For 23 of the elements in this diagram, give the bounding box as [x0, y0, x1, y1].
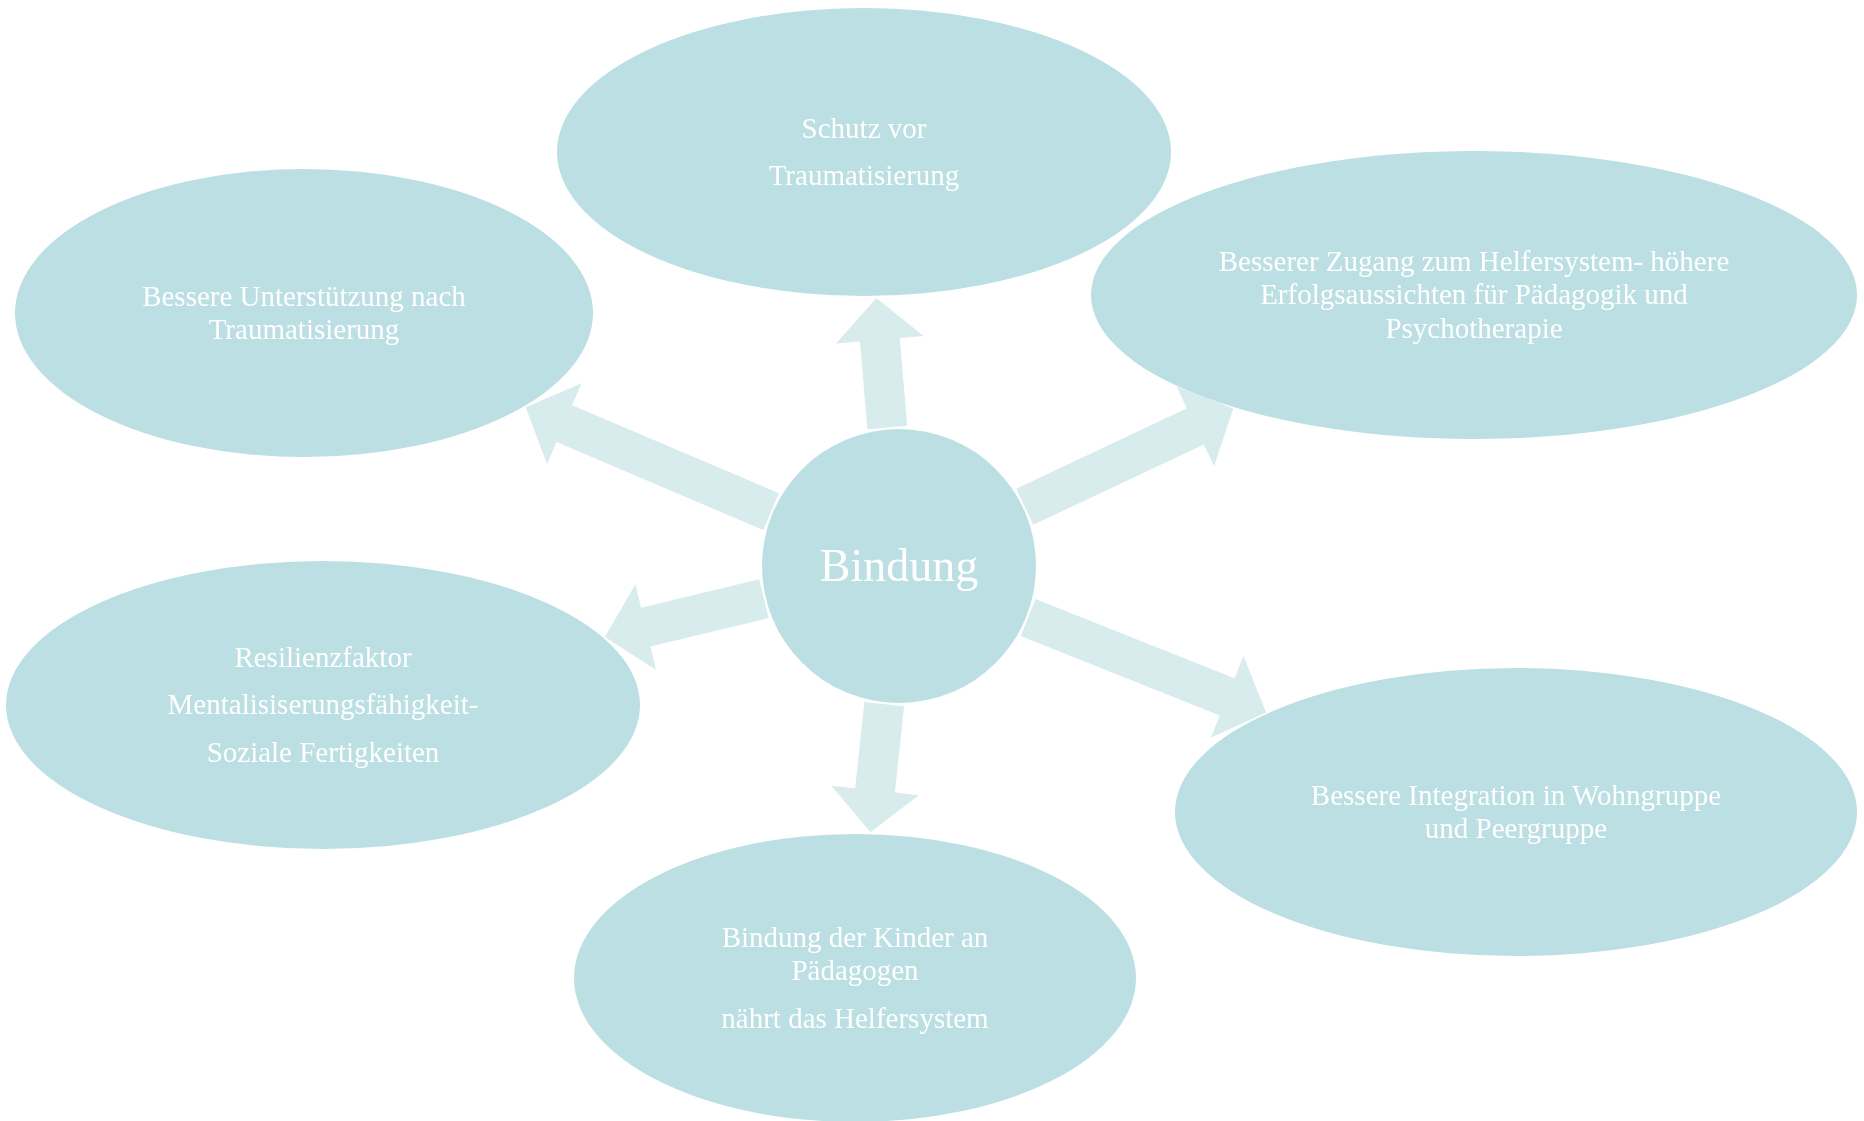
node-label: Bindung der Kinder an Pädagogen [720, 921, 990, 988]
center-label: Bindung [819, 539, 979, 593]
node-label: Resilienzfaktor [234, 641, 412, 675]
ellipse-node [557, 8, 1171, 296]
ellipse-node [15, 169, 593, 457]
block-arrow [836, 297, 924, 430]
block-arrow [604, 579, 769, 670]
node-label: Traumatisierung [768, 159, 960, 193]
node-label: Mentalisiserungsfähigkeit- [167, 688, 479, 722]
node-label: Bessere Unterstützung nach Traumatisierung [141, 279, 467, 347]
node-label: Besserer Zugang zum Helfersystem- höhere Erfolgsaussichten für Pädagogik und Psychotherapie [1217, 245, 1731, 345]
block-arrow [525, 383, 779, 530]
node-label: Bessere Integration in Wohngruppe und Peergruppe [1309, 778, 1723, 846]
node-label: nährt das Helfersystem [721, 1001, 989, 1035]
center-circle [762, 429, 1036, 703]
block-arrow [831, 702, 919, 833]
node-label: Schutz vor [801, 111, 927, 145]
ellipse-node [1091, 151, 1857, 439]
ellipse-node [6, 561, 640, 849]
block-arrow [1020, 598, 1267, 738]
block-arrow [1016, 386, 1234, 525]
ellipse-node [1175, 668, 1857, 956]
node-label: Soziale Fertigkeiten [206, 735, 440, 769]
